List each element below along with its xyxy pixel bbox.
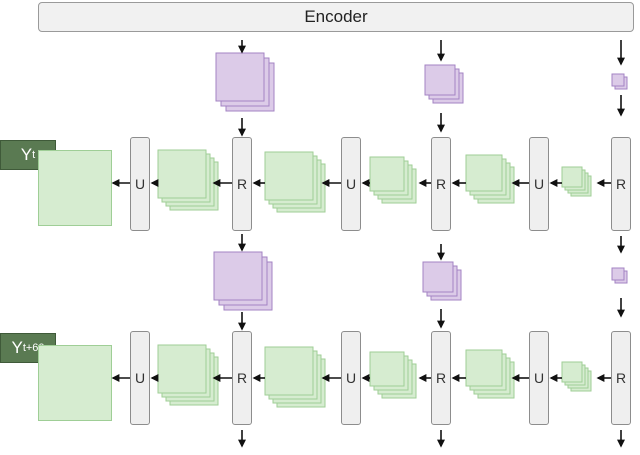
refine-block-r2-2: R: [431, 331, 451, 425]
refine-block-r2-3: R: [611, 331, 631, 425]
input-stack-purple: [422, 261, 454, 293]
refine-block-label: R: [435, 176, 447, 192]
refine-block-label: R: [615, 176, 627, 192]
output-map-row2: [38, 345, 112, 421]
upsample-block-label: U: [345, 370, 357, 386]
feature-stack-green: [369, 351, 405, 387]
input-stack-purple: [213, 251, 263, 301]
upsample-block-r1-1: U: [130, 137, 150, 231]
feature-stack-green: [264, 151, 314, 201]
input-stack-purple: [424, 64, 456, 96]
feature-stack-green: [157, 149, 207, 199]
feature-stack-green: [561, 166, 583, 188]
refine-block-label: R: [615, 370, 627, 386]
encoder-label: Encoder: [304, 7, 368, 26]
output-label-yt60-main: Y: [11, 338, 23, 357]
output-label-yt-main: Y: [20, 145, 33, 164]
input-stack-purple: [611, 73, 625, 87]
refine-block-r1-1: R: [232, 137, 252, 231]
refine-block-label: R: [236, 370, 248, 386]
refine-block-r1-2: R: [431, 137, 451, 231]
upsample-block-r2-3: U: [529, 331, 549, 425]
upsample-block-label: U: [533, 370, 545, 386]
upsample-block-label: U: [345, 176, 357, 192]
output-label-yt-sub: t: [32, 149, 36, 161]
feature-stack-green: [561, 361, 583, 383]
encoder-bar: Encoder: [38, 2, 634, 32]
input-stack-purple: [215, 52, 265, 102]
feature-stack-green: [157, 344, 207, 394]
refine-block-label: R: [236, 176, 248, 192]
upsample-block-r2-2: U: [341, 331, 361, 425]
upsample-block-r1-2: U: [341, 137, 361, 231]
upsample-block-label: U: [533, 176, 545, 192]
refine-block-r1-3: R: [611, 137, 631, 231]
feature-stack-green: [264, 346, 314, 396]
refine-block-r2-1: R: [232, 331, 252, 425]
feature-stack-green: [465, 154, 503, 192]
feature-stack-green: [369, 156, 405, 192]
input-stack-purple: [611, 267, 625, 281]
feature-stack-green: [465, 349, 503, 387]
refine-block-label: R: [435, 370, 447, 386]
upsample-block-r2-1: U: [130, 331, 150, 425]
upsample-block-label: U: [134, 370, 146, 386]
upsample-block-label: U: [134, 176, 146, 192]
output-map-row1: [38, 150, 112, 226]
upsample-block-r1-3: U: [529, 137, 549, 231]
